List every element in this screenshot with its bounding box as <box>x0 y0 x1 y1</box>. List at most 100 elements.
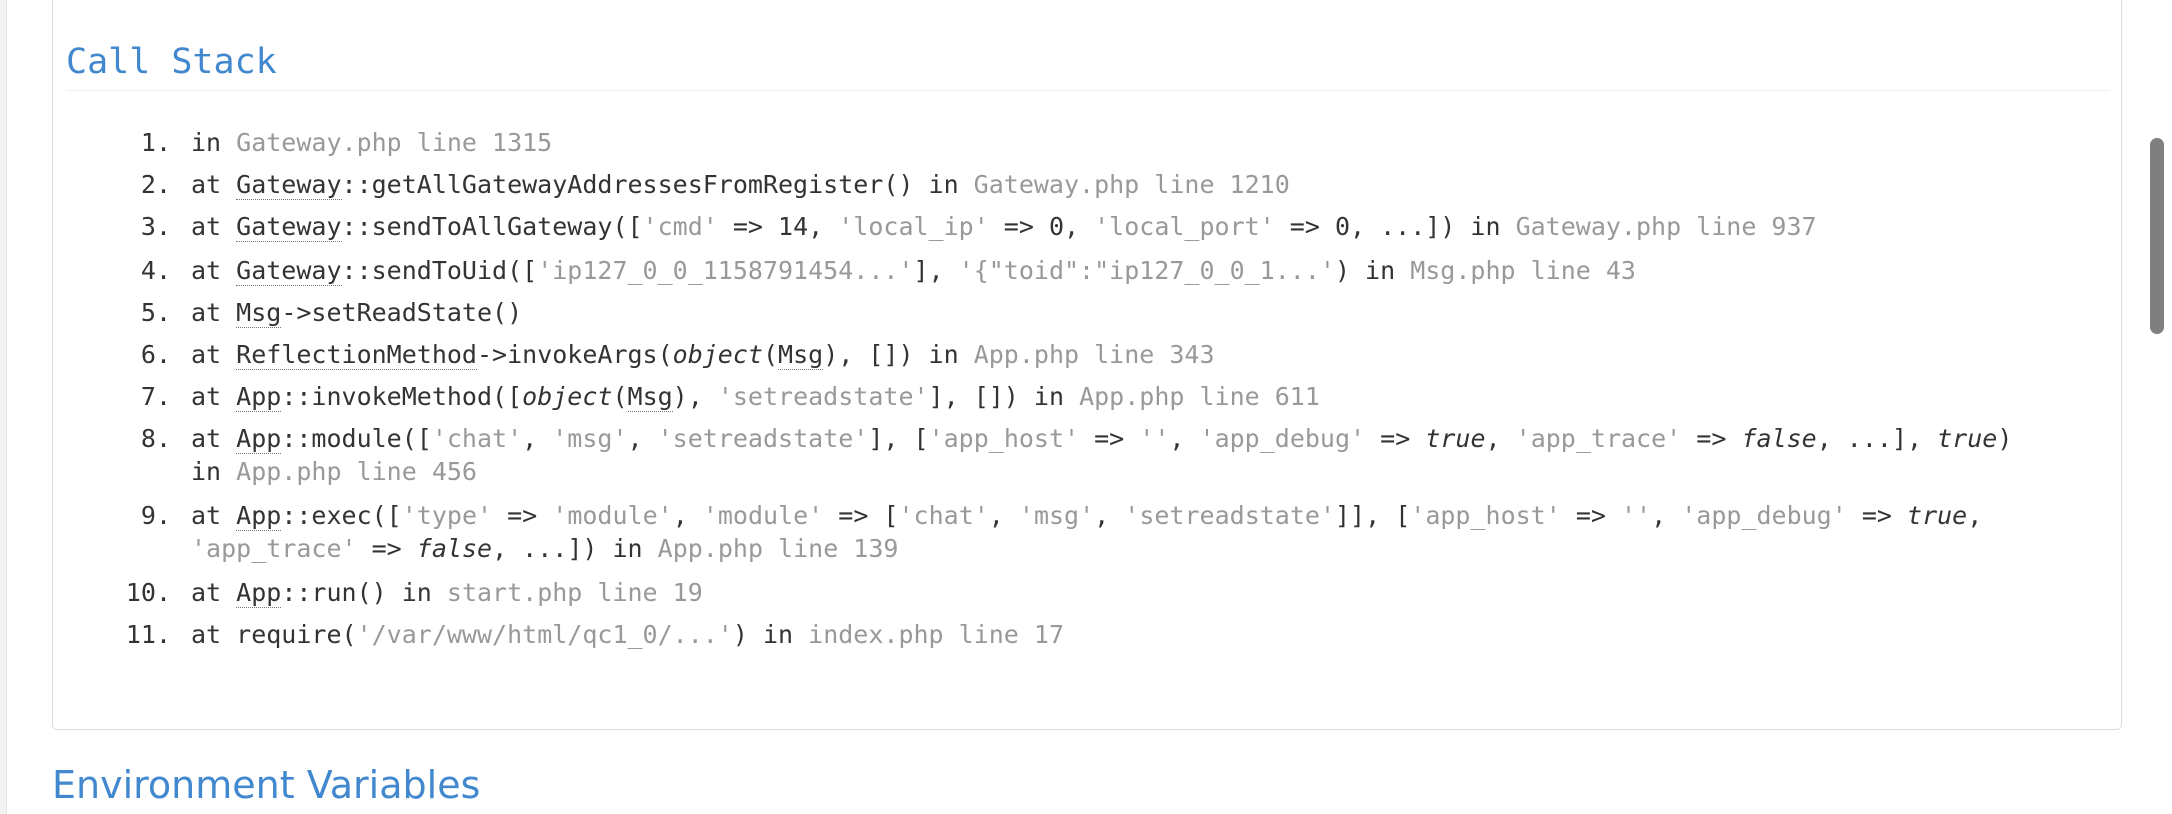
environment-variables-title: Environment Variables <box>52 763 481 807</box>
code-text: ], []) in <box>928 382 1080 411</box>
code-text: at <box>191 298 237 327</box>
class-name[interactable]: Msg <box>236 298 282 328</box>
keyword-value: true <box>1907 501 1968 530</box>
call-stack-item-number: 10. <box>125 578 171 607</box>
code-text: => 0, ...]) in <box>1274 212 1516 241</box>
title-divider <box>66 90 2110 91</box>
string-argument: 'msg' <box>1018 501 1095 530</box>
file-location: index.php line 17 <box>808 620 1065 649</box>
file-location: Msg.php line 43 <box>1410 256 1636 285</box>
class-name[interactable]: App <box>236 424 282 454</box>
call-stack-item-number: 9. <box>140 501 171 530</box>
string-argument: 'local_port' <box>1094 212 1275 241</box>
code-text: => <box>492 501 553 530</box>
call-stack-item: 5. at Msg->setReadState() <box>0 296 2051 329</box>
code-text: => <box>1365 424 1426 453</box>
code-text: => <box>1560 501 1621 530</box>
call-stack-item-text: at Msg->setReadState() <box>191 298 522 328</box>
class-name[interactable]: App <box>236 501 282 531</box>
string-argument: 'app_debug' <box>1199 424 1366 453</box>
call-stack-item-text: at Gateway::getAllGatewayAddressesFromRe… <box>191 170 1290 200</box>
string-argument: '' <box>1139 424 1170 453</box>
code-text: => <box>1846 501 1908 530</box>
code-text: ], <box>913 256 959 285</box>
class-name[interactable]: Gateway <box>236 170 342 200</box>
keyword-value: true <box>1937 424 1998 453</box>
code-text: ->setReadState() <box>281 298 523 327</box>
call-stack-item-number: 5. <box>140 298 171 327</box>
file-location: Gateway.php line 1210 <box>973 170 1290 199</box>
call-stack-item: 1.in Gateway.php line 1315 <box>0 126 2051 159</box>
scrollbar-thumb[interactable] <box>2150 138 2164 334</box>
code-text: => <box>1681 424 1742 453</box>
keyword-value: object <box>672 340 763 369</box>
string-argument: 'chat' <box>898 501 989 530</box>
code-text: ) in <box>732 620 809 649</box>
call-stack-item: 4. at Gateway::sendToUid(['ip127_0_0_1158… <box>0 254 2051 287</box>
file-location: App.php line 611 <box>1079 382 1320 411</box>
string-argument: '/var/www/html/qc1_0/...' <box>356 620 733 649</box>
call-stack-item-number: 11. <box>125 620 171 649</box>
call-stack-item: 2. at Gateway::getAllGatewayAddressesFrom… <box>0 168 2051 201</box>
code-text: => 0, <box>988 212 1095 241</box>
code-text: , ...]) in <box>492 534 658 563</box>
string-argument: 'module' <box>552 501 673 530</box>
page-left-edge <box>0 0 7 814</box>
call-stack-item-number: 4. <box>140 256 171 285</box>
file-location: App.php line 456 <box>236 457 477 486</box>
call-stack-item-number: 2. <box>140 170 171 199</box>
code-text: at <box>191 170 237 199</box>
code-text: ], [ <box>868 424 929 453</box>
code-text: ::getAllGatewayAddressesFromRegister() i… <box>341 170 974 199</box>
class-name[interactable]: App <box>236 382 282 412</box>
call-stack-item-text: at App::module(['chat', 'msg', 'setreads… <box>191 424 2027 486</box>
call-stack-item-number: 7. <box>140 382 171 411</box>
string-argument: 'app_trace' <box>1515 424 1682 453</box>
code-text: ) in <box>1334 256 1411 285</box>
keyword-value: object <box>522 382 613 411</box>
code-text: ::run() in <box>281 578 447 607</box>
code-text: => <box>356 534 417 563</box>
string-argument: 'local_ip' <box>838 212 989 241</box>
keyword-value: true <box>1425 424 1486 453</box>
string-argument: 'setreadstate' <box>657 424 869 453</box>
call-stack-title: Call Stack <box>66 42 277 82</box>
string-argument: 'chat' <box>431 424 523 453</box>
code-text: , <box>1094 501 1125 530</box>
call-stack-item-text: at App::run() in start.php line 19 <box>191 578 703 608</box>
code-text: at <box>191 578 237 607</box>
call-stack-item: 11. at require('/var/www/html/qc1_0/...')… <box>0 618 2051 651</box>
class-name[interactable]: Gateway <box>236 212 342 242</box>
class-name[interactable]: Msg <box>778 340 824 370</box>
string-argument: 'type' <box>401 501 493 530</box>
class-name[interactable]: Gateway <box>236 256 342 286</box>
code-text: ::exec([ <box>281 501 402 530</box>
file-location: App.php line 343 <box>973 340 1215 369</box>
call-stack-item-text: at Gateway::sendToAllGateway(['cmd' => 1… <box>191 212 1817 242</box>
class-name[interactable]: Msg <box>627 382 673 412</box>
string-argument: 'cmd' <box>642 212 718 241</box>
call-stack-item-text: at require('/var/www/html/qc1_0/...') in… <box>191 620 1064 649</box>
code-text: at <box>191 340 237 369</box>
class-name[interactable]: ReflectionMethod <box>236 340 477 370</box>
string-argument: 'app_host' <box>1410 501 1561 530</box>
file-location: Gateway.php line 937 <box>1515 212 1817 241</box>
string-argument: 'app_host' <box>928 424 1080 453</box>
string-argument: 'setreadstate' <box>1124 501 1335 530</box>
call-stack-item: 9.at App::exec(['type' => 'module', 'mod… <box>0 499 2051 565</box>
code-text: at <box>191 212 237 241</box>
class-name[interactable]: App <box>236 578 282 608</box>
call-stack-item-text: at Gateway::sendToUid(['ip127_0_0_115879… <box>191 256 1636 286</box>
file-location: Gateway.php line 1315 <box>236 128 553 157</box>
call-stack-item: 6.at ReflectionMethod->invokeArgs(object… <box>0 338 2051 371</box>
code-text: at require( <box>191 620 357 649</box>
string-argument: '{"toid":"ip127_0_0_1...' <box>958 256 1335 285</box>
call-stack-item: 7.at App::invokeMethod([object(Msg), 'se… <box>0 380 2051 413</box>
string-argument: 'ip127_0_0_1158791454...' <box>537 256 914 285</box>
code-text: => 14, <box>717 212 839 241</box>
code-text: , <box>988 501 1019 530</box>
code-text: ]], [ <box>1335 501 1411 530</box>
scrollbar-track[interactable] <box>2148 0 2172 814</box>
